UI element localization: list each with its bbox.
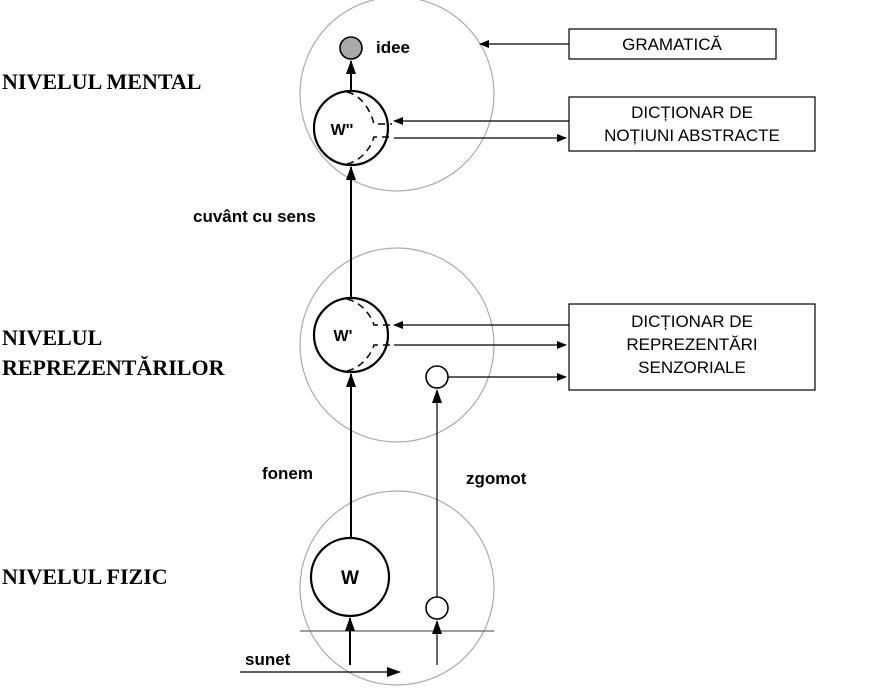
abstract-dictionary-line2: NOȚIUNI ABSTRACTE bbox=[604, 126, 780, 145]
physical-level-circle bbox=[299, 490, 495, 686]
abstract-dictionary-box bbox=[568, 96, 816, 152]
w-mental-dashed-out bbox=[346, 136, 392, 165]
w-repr-label: W' bbox=[334, 328, 353, 345]
idea-node bbox=[339, 36, 363, 60]
sensory-dictionary-line1: DICȚIONAR DE bbox=[631, 312, 753, 331]
label-meaningful-word: cuvânt cu sens bbox=[193, 207, 316, 226]
abstract-dictionary-line1: DICȚIONAR DE bbox=[631, 103, 753, 122]
sensory-dictionary-line3: SENZORIALE bbox=[638, 358, 746, 377]
noise-physical-node bbox=[425, 596, 449, 620]
w-mental-label: W'' bbox=[331, 122, 354, 139]
mental-level-circle bbox=[299, 0, 495, 192]
level-label-physical: NIVELUL FIZIC bbox=[2, 564, 168, 589]
grammar-box-text: GRAMATICĂ bbox=[622, 35, 722, 54]
w-physical-label: W bbox=[341, 568, 359, 589]
w-repr-dashed-in bbox=[346, 298, 392, 326]
idea-label: idee bbox=[376, 38, 410, 57]
level-label-mental: NIVELUL MENTAL bbox=[2, 69, 201, 94]
w-repr-dashed-out bbox=[346, 344, 392, 372]
label-phoneme: fonem bbox=[262, 464, 313, 483]
label-noise: zgomot bbox=[466, 469, 527, 488]
sensory-dictionary-line2: REPREZENTĂRI bbox=[626, 335, 757, 354]
w-mental-dashed-in bbox=[346, 91, 392, 125]
level-label-representations-line1: NIVELUL bbox=[2, 325, 102, 350]
label-sound: sunet bbox=[245, 650, 291, 669]
sensory-dictionary-box bbox=[568, 303, 816, 391]
noise-repr-node bbox=[425, 365, 449, 389]
level-label-representations-line2: REPREZENTĂRILOR bbox=[2, 355, 226, 380]
